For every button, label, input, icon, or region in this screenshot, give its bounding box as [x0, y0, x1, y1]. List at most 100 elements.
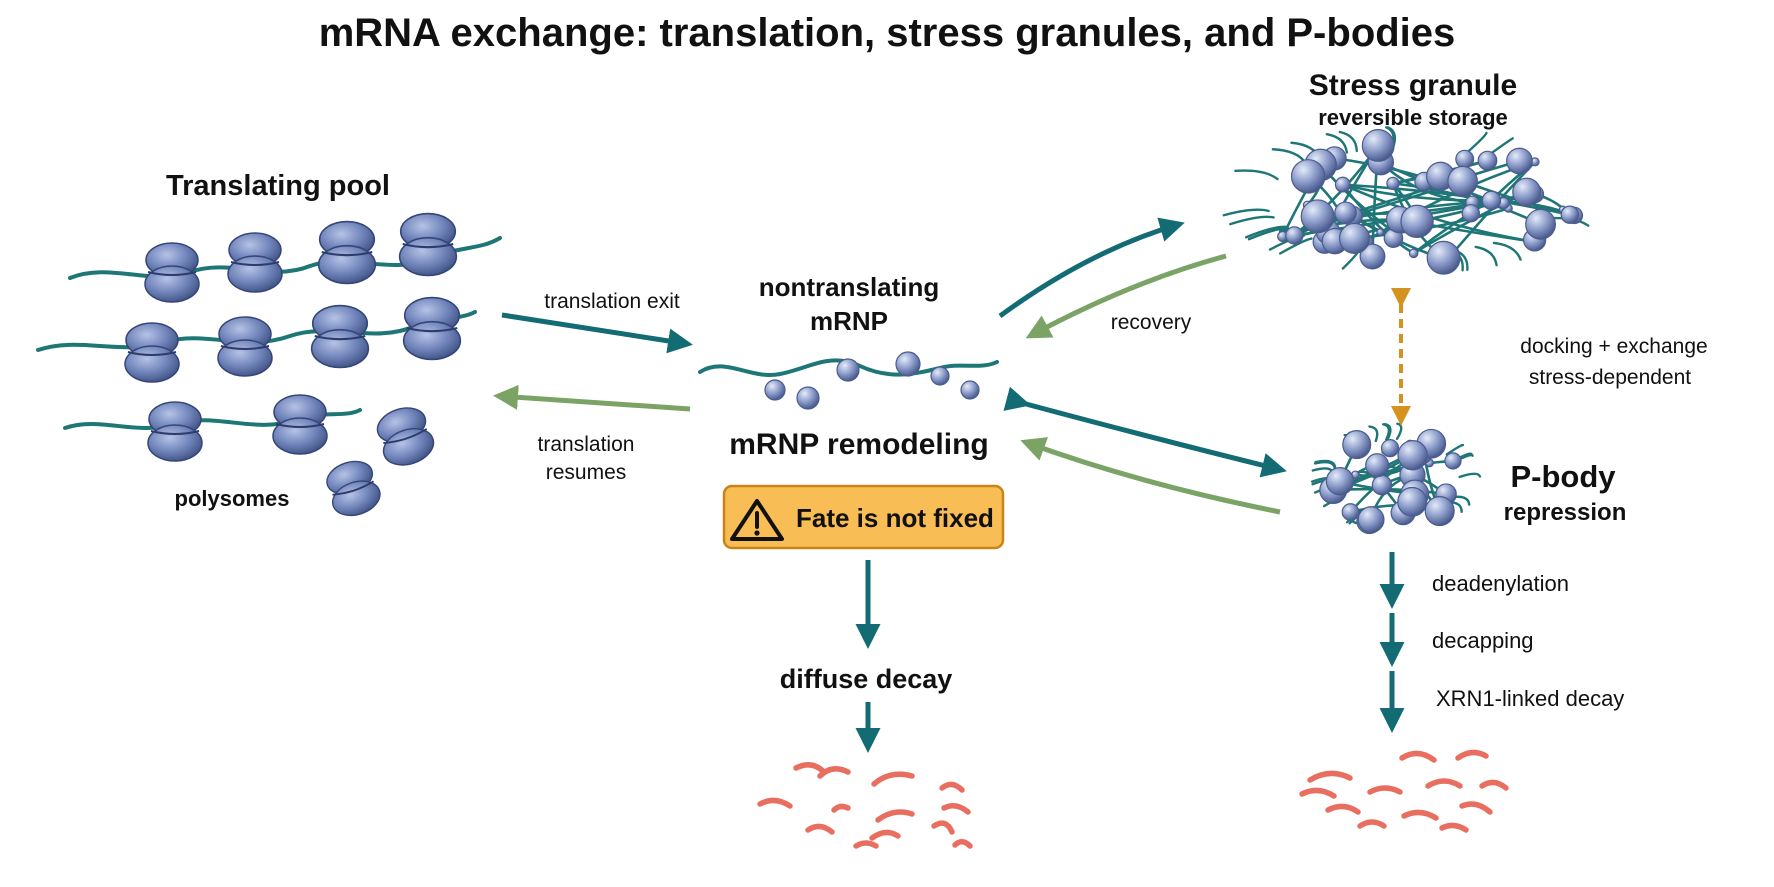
docking-label-line1: docking + exchange: [1520, 335, 1707, 358]
granule-protein: [1408, 248, 1419, 259]
p-body-subheading: repression: [1504, 499, 1627, 526]
granule-protein: [1426, 240, 1461, 275]
mrnp-heading-line1: nontranslating: [759, 272, 940, 302]
rna-fragment: [793, 762, 827, 775]
granule-protein: [1444, 452, 1462, 470]
rna-fragment: [939, 781, 965, 793]
granule-protein: [1334, 201, 1357, 225]
p-body: P-body repression deadenylation decappin…: [1299, 422, 1627, 833]
to-stress-granule-arrow: [998, 217, 1185, 319]
rna-fragment: [817, 766, 851, 779]
granule-protein: [1506, 147, 1533, 175]
granule-strand-end: [1278, 237, 1313, 255]
granule-protein: [1525, 208, 1556, 240]
rna-fragment: [1401, 809, 1439, 821]
pbody-step-xrn1-decay: XRN1-linked decay: [1436, 686, 1624, 711]
granule-protein: [1342, 430, 1372, 460]
p-body-heading: P-body: [1510, 459, 1616, 494]
pbody-step-deadenylation: deadenylation: [1432, 571, 1569, 596]
rna-fragment: [1307, 770, 1353, 783]
to-p-body-arrow: [1003, 386, 1287, 478]
rna-fragment: [1425, 778, 1463, 789]
granule-protein: [1477, 150, 1498, 171]
ribosome: [144, 242, 200, 303]
granule-protein: [1455, 149, 1475, 169]
granule-strand-end: [1338, 130, 1358, 153]
granule-strand-end: [1466, 131, 1488, 153]
warning-triangle-icon: [730, 499, 784, 541]
from-p-body-arrow: [1020, 437, 1281, 515]
exchange-arrows: translation exit translation resumes rec…: [493, 217, 1708, 753]
rna-fragment: [757, 797, 793, 809]
rna-fragment: [1399, 750, 1437, 763]
granule-protein: [1481, 190, 1502, 211]
granule-strand-end: [1492, 241, 1522, 261]
granule-protein: [1447, 165, 1478, 197]
translation-resumes-label-line1: translation: [538, 433, 635, 456]
granule-strand-end: [1368, 425, 1379, 443]
granule-protein: [1560, 205, 1580, 225]
ribosome: [124, 322, 180, 383]
rna-fragment: [831, 803, 851, 813]
mrnp-bound-proteins: [764, 351, 980, 410]
granule-strand-end: [1445, 443, 1465, 456]
ribosome: [227, 232, 283, 293]
rna-fragment: [1325, 803, 1361, 815]
granule-protein: [1380, 439, 1400, 458]
ribosome: [310, 304, 370, 369]
granule-protein: [1461, 204, 1480, 223]
granule-protein: [1424, 496, 1455, 527]
bound-protein: [895, 351, 921, 377]
granule-strand-end: [1314, 459, 1337, 468]
nontranslating-mrnp: nontranslating mRNP mRNP remodeling Fate…: [698, 272, 1005, 849]
granule-protein: [1371, 474, 1393, 496]
decay-fragments-pbody: [1299, 749, 1509, 833]
granule-strand-end: [1247, 226, 1289, 241]
fate-warning-badge: Fate is not fixed: [722, 484, 1005, 550]
ribosome: [376, 407, 435, 466]
granule-strand-end: [1234, 169, 1279, 181]
rna-fragment: [1479, 779, 1509, 791]
rna-fragment: [931, 820, 955, 835]
docking-label-line2: stress-dependent: [1529, 366, 1691, 389]
granule-protein: [1386, 176, 1400, 191]
granule-protein: [1357, 506, 1385, 534]
granule-strand-end: [1325, 132, 1349, 154]
granule-protein: [1338, 222, 1371, 254]
ribosome: [147, 401, 203, 462]
stress-granule-illustration: [1222, 126, 1590, 275]
rna-fragment: [1357, 819, 1387, 829]
granule-protein: [1300, 199, 1335, 234]
ribosome: [317, 220, 377, 285]
rna-fragment: [1367, 785, 1403, 795]
granule-strand-end: [1383, 422, 1392, 441]
mrnp-strand: [698, 358, 999, 377]
p-body-illustration: [1310, 422, 1482, 535]
granule-protein: [1325, 467, 1355, 496]
translation-resumes-arrow: [493, 384, 691, 412]
bound-protein: [836, 358, 860, 382]
ribosome: [326, 460, 381, 517]
granule-strand-end: [1222, 208, 1270, 217]
rna-fragment: [1439, 822, 1469, 833]
granule-strand-end: [1474, 245, 1498, 267]
ribosome: [402, 296, 462, 361]
granule-protein: [1341, 503, 1360, 521]
granule-protein: [1397, 440, 1428, 471]
ribosome: [217, 316, 273, 377]
granule-protein: [1290, 159, 1326, 194]
translation-exit-arrow: [501, 312, 693, 354]
diagram-title: mRNA exchange: translation, stress granu…: [319, 11, 1456, 55]
granule-protein: [1365, 453, 1390, 478]
rna-fragment: [805, 823, 835, 835]
rna-fragment: [1299, 787, 1337, 799]
diffuse-decay-label: diffuse decay: [780, 664, 953, 694]
granule-protein: [1512, 177, 1542, 207]
granule-protein: [1397, 486, 1428, 517]
ribosome: [398, 212, 458, 277]
granule-strand-end: [1395, 422, 1403, 441]
granule-strand: [1353, 207, 1510, 240]
translation-resumes-label-line2: resumes: [546, 461, 627, 484]
rna-fragment: [941, 803, 971, 815]
granule-strand-end: [1244, 225, 1287, 239]
